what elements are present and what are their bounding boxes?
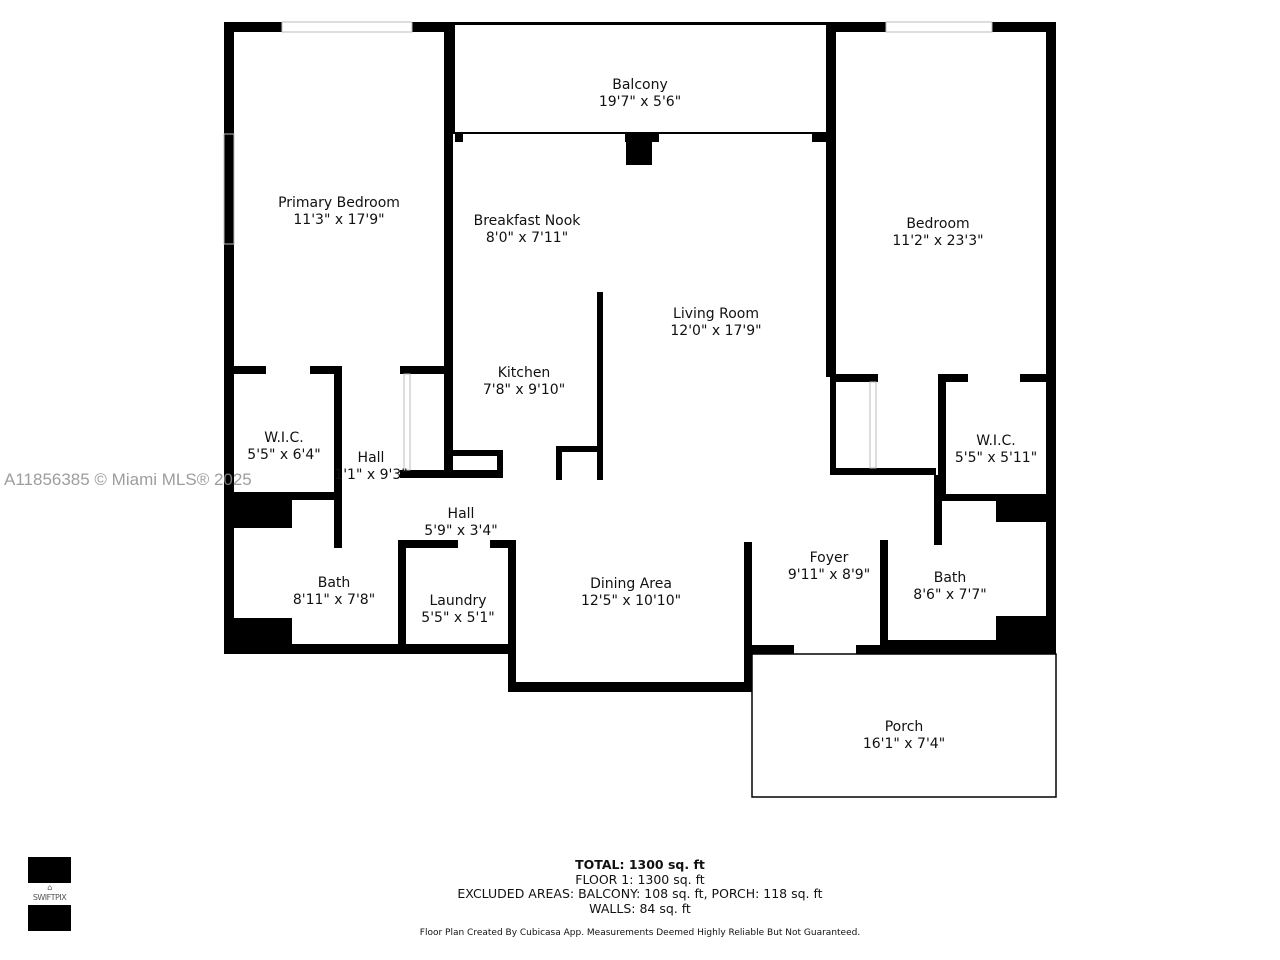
room-name: Porch <box>884 719 924 735</box>
room-dims: 5'5" x 5'1" <box>421 610 495 626</box>
room-dims: 8'6" x 7'7" <box>913 587 987 603</box>
room-name: Dining Area <box>590 576 672 592</box>
room-name: Balcony <box>612 77 668 93</box>
room-name: Hall <box>447 506 475 522</box>
room-dims: 8'0" x 7'11" <box>485 230 569 246</box>
room-name: Kitchen <box>497 365 551 381</box>
house-icon: ⌂ <box>47 883 52 892</box>
room-dims: 19'7" x 5'6" <box>598 94 682 110</box>
room-wic-bedroom: W.I.C.5'5" x 5'11" <box>955 433 1037 467</box>
swiftpix-logo: ⌂ SWIFTPIX <box>28 857 71 931</box>
room-dims: 9'11" x 8'9" <box>787 567 871 583</box>
area-totals: TOTAL: 1300 sq. ft FLOOR 1: 1300 sq. ft … <box>457 857 823 916</box>
total-area: TOTAL: 1300 sq. ft <box>575 857 705 872</box>
walls-area: WALLS: 84 sq. ft <box>589 900 691 916</box>
excluded-areas: EXCLUDED AREAS: BALCONY: 108 sq. ft, POR… <box>457 886 823 901</box>
room-name: Laundry <box>429 593 487 609</box>
room-dims: 11'2" x 23'3" <box>892 233 984 249</box>
room-dims: 5'9" x 3'4" <box>424 523 498 539</box>
room-dims: 12'5" x 10'10" <box>580 593 682 609</box>
room-name: Bath <box>317 575 351 591</box>
room-name: Bath <box>933 570 967 586</box>
room-dims: 7'8" x 9'10" <box>482 382 566 398</box>
logo-text: SWIFTPIX <box>32 893 67 902</box>
room-dims: 16'1" x 7'4" <box>862 736 946 752</box>
room-name: Primary Bedroom <box>278 195 400 211</box>
room-dims: 8'11" x 7'8" <box>292 592 376 608</box>
room-dims: 5'5" x 5'11" <box>954 450 1038 466</box>
room-wic-primary: W.I.C.5'5" x 6'4" <box>247 430 320 464</box>
room-name: Hall <box>357 450 385 466</box>
room-dims: 1'1" x 9'3" <box>334 467 408 483</box>
room-name: Foyer <box>809 550 849 566</box>
room-dims: 11'3" x 17'9" <box>293 212 385 228</box>
room-name: Bedroom <box>906 216 970 232</box>
room-name: Living Room <box>673 306 759 322</box>
room-name: Breakfast Nook <box>473 213 581 229</box>
disclaimer: Floor Plan Created By Cubicasa App. Meas… <box>419 928 861 938</box>
room-dims: 12'0" x 17'9" <box>670 323 762 339</box>
room-name: W.I.C. <box>264 430 304 446</box>
room-name: W.I.C. <box>976 433 1016 449</box>
watermark: A11856385 © Miami MLS® 2025 <box>4 470 252 489</box>
room-dims: 5'5" x 6'4" <box>247 447 321 463</box>
floor-area: FLOOR 1: 1300 sq. ft <box>575 871 705 887</box>
